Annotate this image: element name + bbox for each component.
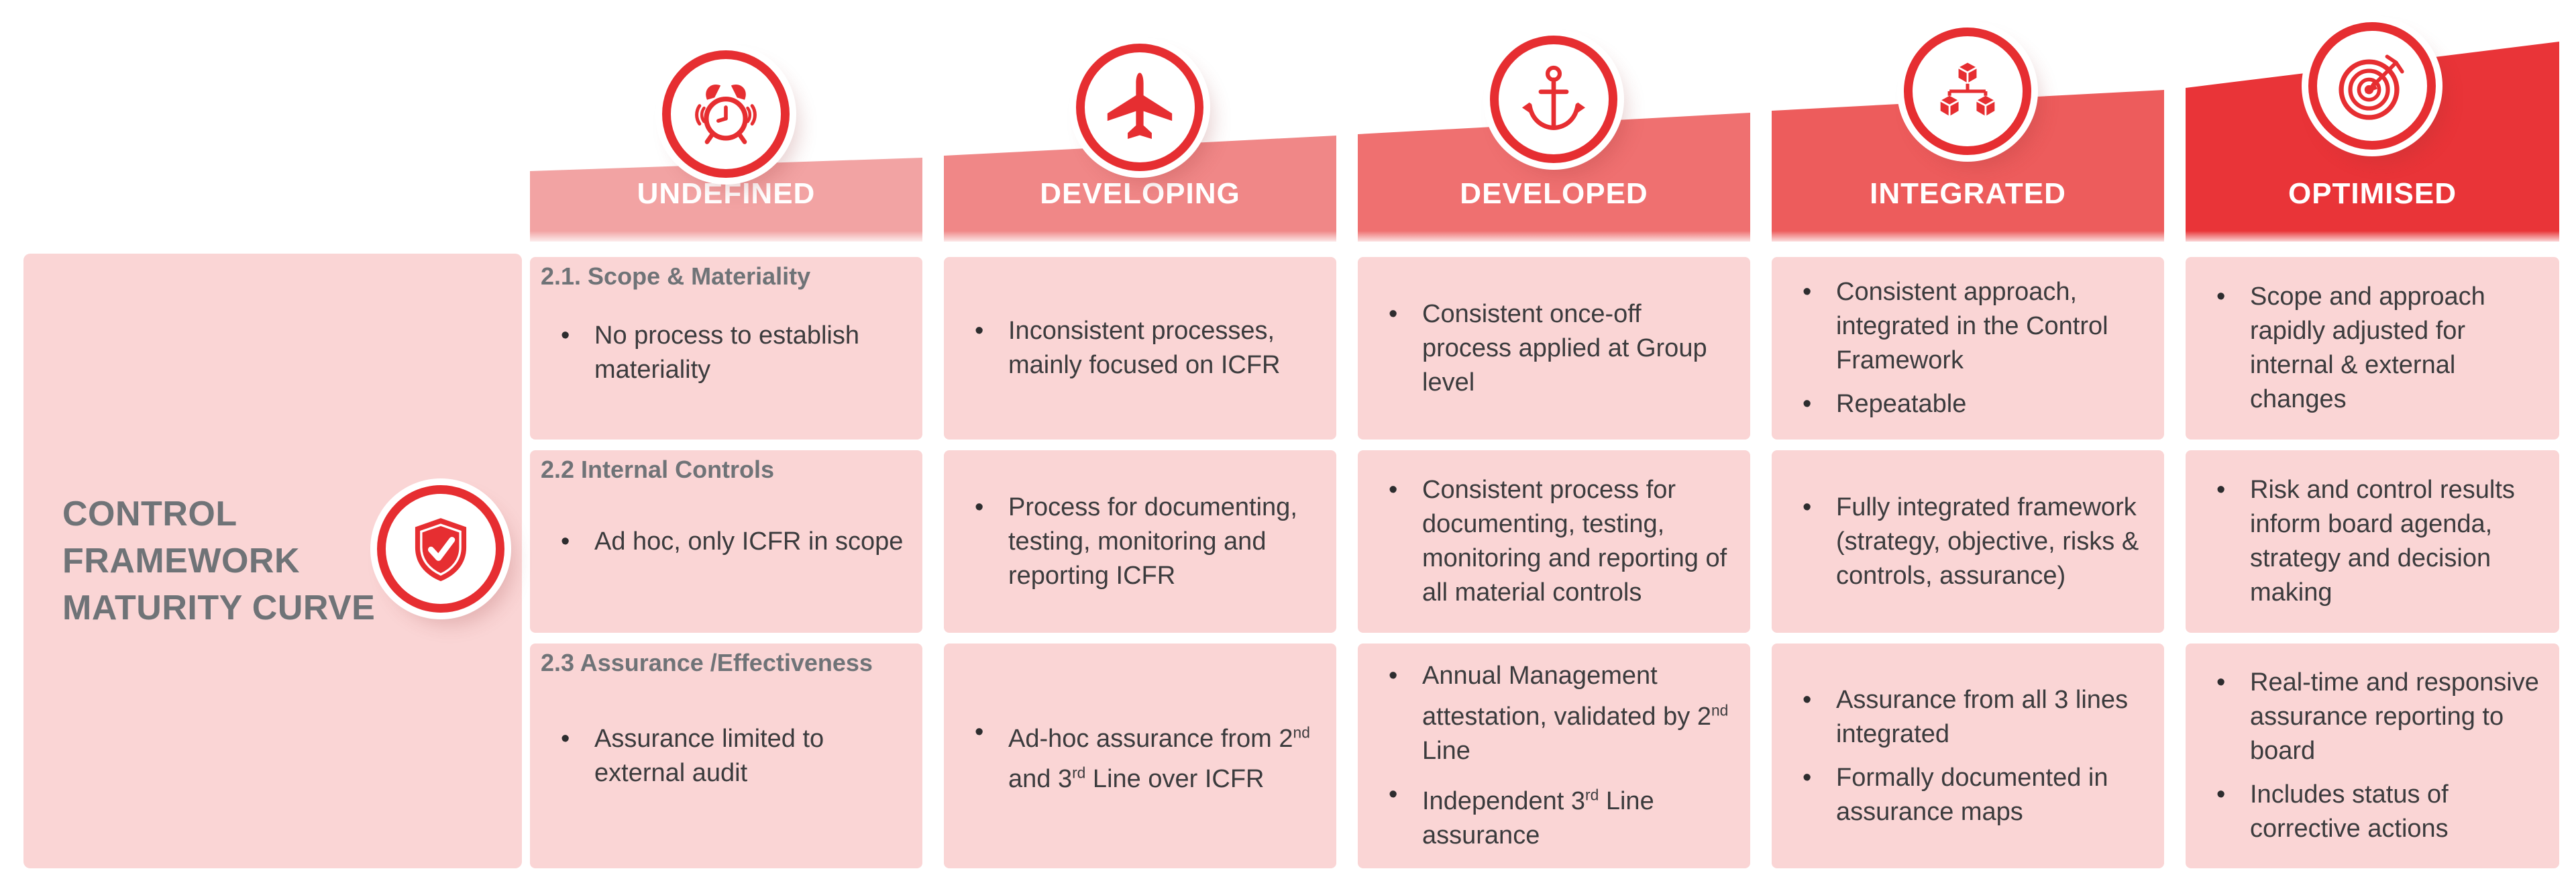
bullet-text: Consistent approach, integrated in the C… [1836, 278, 2108, 374]
page-title-line: MATURITY CURVE [62, 588, 376, 627]
bullet-text: Repeatable [1836, 390, 1967, 418]
bullet-text: Consistent process for documenting, test… [1422, 476, 1727, 607]
bullet-item: Consistent process for documenting, test… [1358, 473, 1737, 610]
row-header-scope-materiality: 2.1. Scope & Materiality [541, 262, 811, 290]
bullet-text: Process for documenting, testing, monito… [1008, 493, 1297, 590]
bullet-text: Ad hoc, only ICFR in scope [594, 527, 904, 556]
cell-scope-undefined: No process to establish materiality [530, 257, 922, 440]
stage-label: INTEGRATED [1870, 177, 2066, 210]
bullet-text: Independent 3rd Line assurance [1422, 786, 1654, 850]
cell-controls-developing: Process for documenting, testing, monito… [944, 450, 1336, 633]
stage-label: UNDEFINED [637, 177, 816, 210]
target-icon [2308, 22, 2436, 150]
bullet-item: Scope and approach rapidly adjusted for … [2186, 280, 2546, 417]
bullet-item: Independent 3rd Line assurance [1358, 778, 1737, 853]
bullet-text: Assurance from all 3 lines integrated [1836, 685, 2129, 748]
bullet-item: Annual Management attestation, validated… [1358, 659, 1737, 768]
airplane-glyph [1107, 72, 1173, 140]
target-glyph [2339, 54, 2404, 120]
cell-scope-developed: Consistent once-off process applied at G… [1358, 257, 1750, 440]
bullet-item: Real-time and responsive assurance repor… [2186, 666, 2546, 768]
bullet-text: Annual Management attestation, validated… [1422, 662, 1729, 765]
bullet-item: Process for documenting, testing, monito… [944, 491, 1324, 593]
cell-scope-developing: Inconsistent processes, mainly focused o… [944, 257, 1336, 440]
cell-assurance-optimised: Real-time and responsive assurance repor… [2186, 644, 2559, 868]
page-title-line: CONTROL [62, 495, 237, 533]
bullet-item: Consistent approach, integrated in the C… [1772, 275, 2151, 378]
cell-controls-integrated: Fully integrated framework (strategy, ob… [1772, 450, 2164, 633]
bullet-item: Includes status of corrective actions [2186, 778, 2546, 846]
anchor-glyph [1521, 65, 1586, 130]
bullet-item: Fully integrated framework (strategy, ob… [1772, 491, 2151, 593]
bullet-item: Assurance from all 3 lines integrated [1772, 683, 2151, 752]
bullet-text: No process to establish materiality [594, 321, 859, 384]
bullet-item: No process to establish materiality [530, 319, 910, 387]
airplane-icon [1076, 44, 1203, 171]
row-header-assurance-effectiveness: 2.3 Assurance /Effectiveness [541, 649, 873, 676]
bullet-item: Ad hoc, only ICFR in scope [530, 525, 910, 559]
bullet-item: Ad-hoc assurance from 2nd and 3rd Line o… [944, 715, 1324, 797]
bullet-text: Scope and approach rapidly adjusted for … [2250, 283, 2485, 413]
stage-label: DEVELOPED [1460, 177, 1648, 210]
cell-controls-developed: Consistent process for documenting, test… [1358, 450, 1750, 633]
alarm-clock-glyph [695, 84, 757, 144]
bullet-text: Ad-hoc assurance from 2nd and 3rd Line o… [1008, 723, 1310, 794]
stage-bar-developing: DEVELOPING [944, 136, 1336, 242]
alarm-clock-icon [662, 50, 790, 178]
shield-check-glyph [415, 518, 467, 582]
bullet-item: Repeatable [1772, 387, 2151, 421]
cell-assurance-developing: Ad-hoc assurance from 2nd and 3rd Line o… [944, 644, 1336, 868]
cell-controls-optimised: Risk and control results inform board ag… [2186, 450, 2559, 633]
cell-scope-optimised: Scope and approach rapidly adjusted for … [2186, 257, 2559, 440]
bullet-text: Formally documented in assurance maps [1836, 763, 2108, 826]
bullet-item: Consistent once-off process applied at G… [1358, 297, 1737, 400]
bullet-item: Formally documented in assurance maps [1772, 761, 2151, 829]
stage-label: DEVELOPING [1040, 177, 1240, 210]
cell-assurance-integrated: Assurance from all 3 lines integrated Fo… [1772, 644, 2164, 868]
anchor-icon [1490, 36, 1617, 163]
bullet-item: Inconsistent processes, mainly focused o… [944, 314, 1324, 382]
bullet-item: Risk and control results inform board ag… [2186, 473, 2546, 610]
cell-scope-integrated: Consistent approach, integrated in the C… [1772, 257, 2164, 440]
page-title: CONTROL FRAMEWORK MATURITY CURVE [62, 491, 375, 631]
row-header-internal-controls: 2.2 Internal Controls [541, 456, 775, 483]
bullet-text: Inconsistent processes, mainly focused o… [1008, 317, 1281, 379]
shield-check-icon [377, 485, 504, 613]
bullet-text: Assurance limited to external audit [594, 724, 824, 787]
page-title-line: FRAMEWORK [62, 542, 301, 580]
bullet-text: Includes status of corrective actions [2250, 780, 2449, 843]
cubes-glyph [1939, 62, 1996, 117]
bullet-item: Assurance limited to external audit [530, 722, 910, 790]
cell-assurance-developed: Annual Management attestation, validated… [1358, 644, 1750, 868]
cell-assurance-undefined: Assurance limited to external audit [530, 644, 922, 868]
bullet-text: Consistent once-off process applied at G… [1422, 299, 1707, 397]
bullet-text: Real-time and responsive assurance repor… [2250, 668, 2539, 765]
bullet-text: Fully integrated framework (strategy, ob… [1836, 493, 2139, 590]
stage-label: OPTIMISED [2288, 177, 2457, 210]
cubes-icon [1904, 28, 2031, 155]
bullet-text: Risk and control results inform board ag… [2250, 476, 2515, 607]
cell-controls-undefined: Ad hoc, only ICFR in scope [530, 450, 922, 633]
